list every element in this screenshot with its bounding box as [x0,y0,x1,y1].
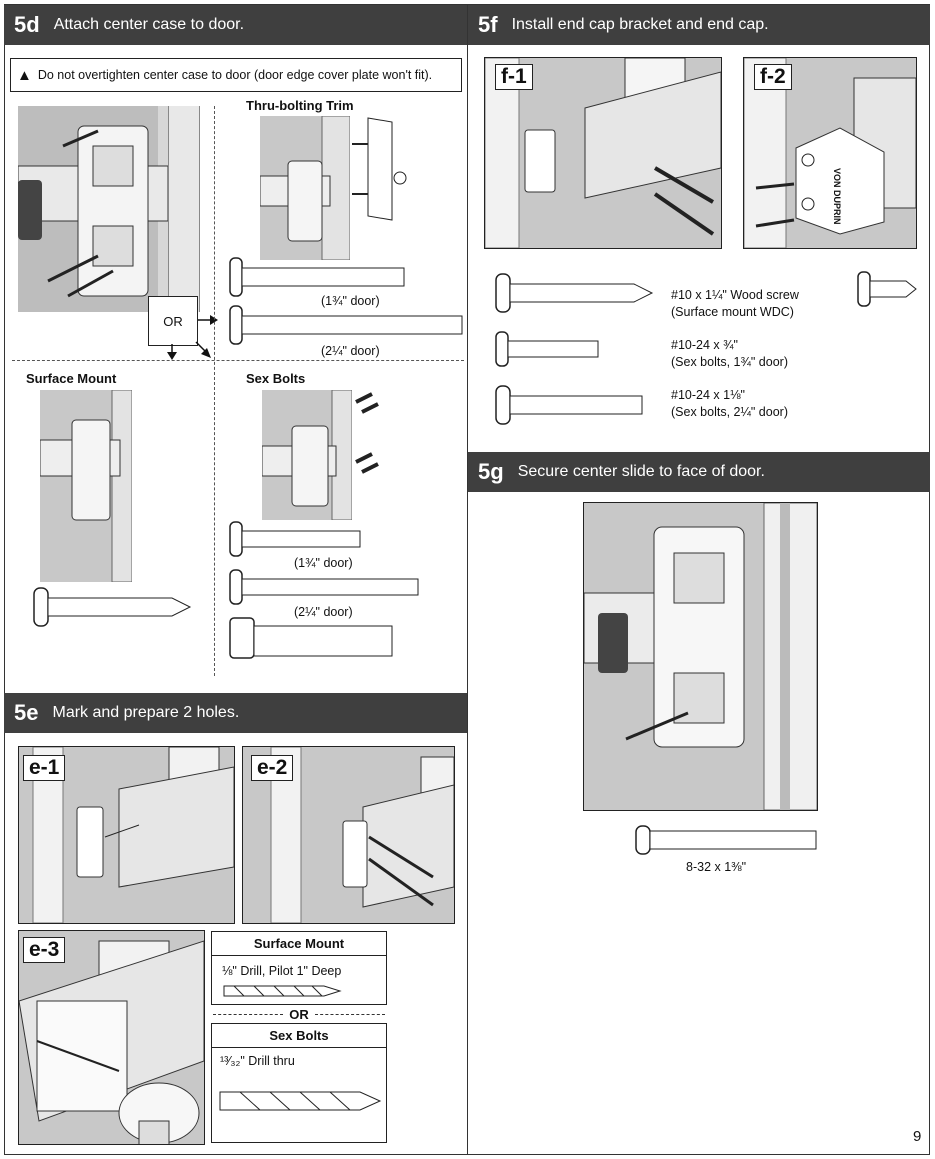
step-5f-title: Install end cap bracket and end cap. [511,16,769,33]
e2-illustration [243,747,454,923]
sex-bolt-caption-2: (2¼" door) [294,605,353,619]
f2-illustration: VON DUPRIN [744,58,916,248]
or-divider: OR [213,1006,385,1022]
tag-e1: e-1 [23,755,66,781]
surface-mount-drill-title: Surface Mount [212,932,386,956]
surface-mount-illustration [40,390,132,582]
step-5f-header: 5f Install end cap bracket and end cap. [468,5,930,45]
screw-1-line-2: (Surface mount WDC) [671,305,794,319]
tek-screw-drawing [857,271,917,307]
screw-legend-drawings [495,273,654,425]
step-5g-header: 5g Secure center slide to face of door. [468,452,930,492]
step-5e-header: 5e Mark and prepare 2 holes. [4,693,467,733]
sex-bolts-drill-box: Sex Bolts ¹³⁄₃₂" Drill thru [211,1023,387,1143]
or-label: OR [163,313,183,329]
center-slide-screw-caption: 8-32 x 1⅜" [686,860,747,874]
center-slide-drawing [584,503,817,810]
or-divider-label: OR [289,1006,309,1022]
step-5e-title: Mark and prepare 2 holes. [52,704,240,721]
center-slide-screw [635,825,817,855]
tag-e3: e-3 [23,937,66,963]
step-5g-number: 5g [478,459,504,484]
tag-f2: f-2 [754,64,792,90]
page-number: 9 [913,1128,922,1145]
step-5d-header: 5d Attach center case to door. [4,5,467,45]
sex-bolts-hardware [229,521,419,659]
center-slide-panel [583,502,818,811]
warning-text: Do not overtighten center case to door (… [37,68,433,82]
sex-bolt-pins [355,392,379,474]
f2-drawing [744,58,916,248]
step-5f-number: 5f [478,12,498,37]
step-5d-number: 5d [14,12,40,37]
sex-bolt-caption-1: (1¾" door) [294,556,353,570]
warning-icon: ▲ [17,66,32,84]
surface-mount-drawing [40,390,132,582]
center-slide-illustration [584,503,817,810]
panel-e1: e-1 [18,746,235,924]
step-5g-title: Secure center slide to face of door. [517,463,765,480]
step-5d-title: Attach center case to door. [53,16,245,33]
step-5e-number: 5e [14,700,39,725]
divider-horizontal-5d [12,360,464,361]
sex-bolts-drill-title: Sex Bolts [212,1024,386,1048]
panel-e3: e-3 [18,930,205,1145]
panel-e2: e-2 [242,746,455,924]
screw-3-line-2: (Sex bolts, 2¼" door) [671,405,788,419]
panel-f1: f-1 [484,57,722,249]
sex-bolts-illustration [262,390,352,520]
trim-plate-drawing [352,117,407,221]
thru-bolting-illustration [260,116,350,260]
surface-mount-screw [33,587,192,627]
tag-e2: e-2 [251,755,294,781]
thru-bolt-caption-1: (1¾" door) [321,294,380,308]
e3-illustration [19,931,204,1144]
column-divider [467,4,468,1155]
surface-mount-drill-box: Surface Mount ⅛" Drill, Pilot 1" Deep [211,931,387,1005]
e3-drawing [19,940,204,1144]
f1-drawing [485,58,721,248]
large-drill-bit-icon [219,1091,382,1111]
warning-box: ▲ Do not overtighten center case to door… [10,58,462,92]
thru-bolts-drawing [229,257,463,345]
divider-vertical-5d [214,106,215,676]
screw-2-line-1: #10-24 x ¾" [671,338,738,352]
small-drill-bit-icon [223,985,342,997]
sex-bolts-title: Sex Bolts [246,371,306,386]
door-edge-strip [168,106,200,312]
screw-3-line-1: #10-24 x 1⅛" [671,388,745,402]
end-cap-brand-label: VON DUPRIN [832,168,842,225]
or-box: OR [148,296,198,346]
tag-f1: f-1 [495,64,533,90]
thru-bolting-drawing [260,116,350,260]
sex-bolts-drawing [262,390,352,520]
thru-bolt-caption-2: (2¼" door) [321,344,380,358]
screw-2-line-2: (Sex bolts, 1¾" door) [671,355,788,369]
surface-mount-title: Surface Mount [26,371,117,386]
sex-bolts-drill-text: ¹³⁄₃₂" Drill thru [220,1054,295,1068]
screw-1-line-1: #10 x 1¼" Wood screw [671,288,799,302]
surface-mount-drill-text: ⅛" Drill, Pilot 1" Deep [222,964,342,978]
thru-bolting-title: Thru-bolting Trim [246,98,354,113]
panel-f2: VON DUPRIN f-2 [743,57,917,249]
